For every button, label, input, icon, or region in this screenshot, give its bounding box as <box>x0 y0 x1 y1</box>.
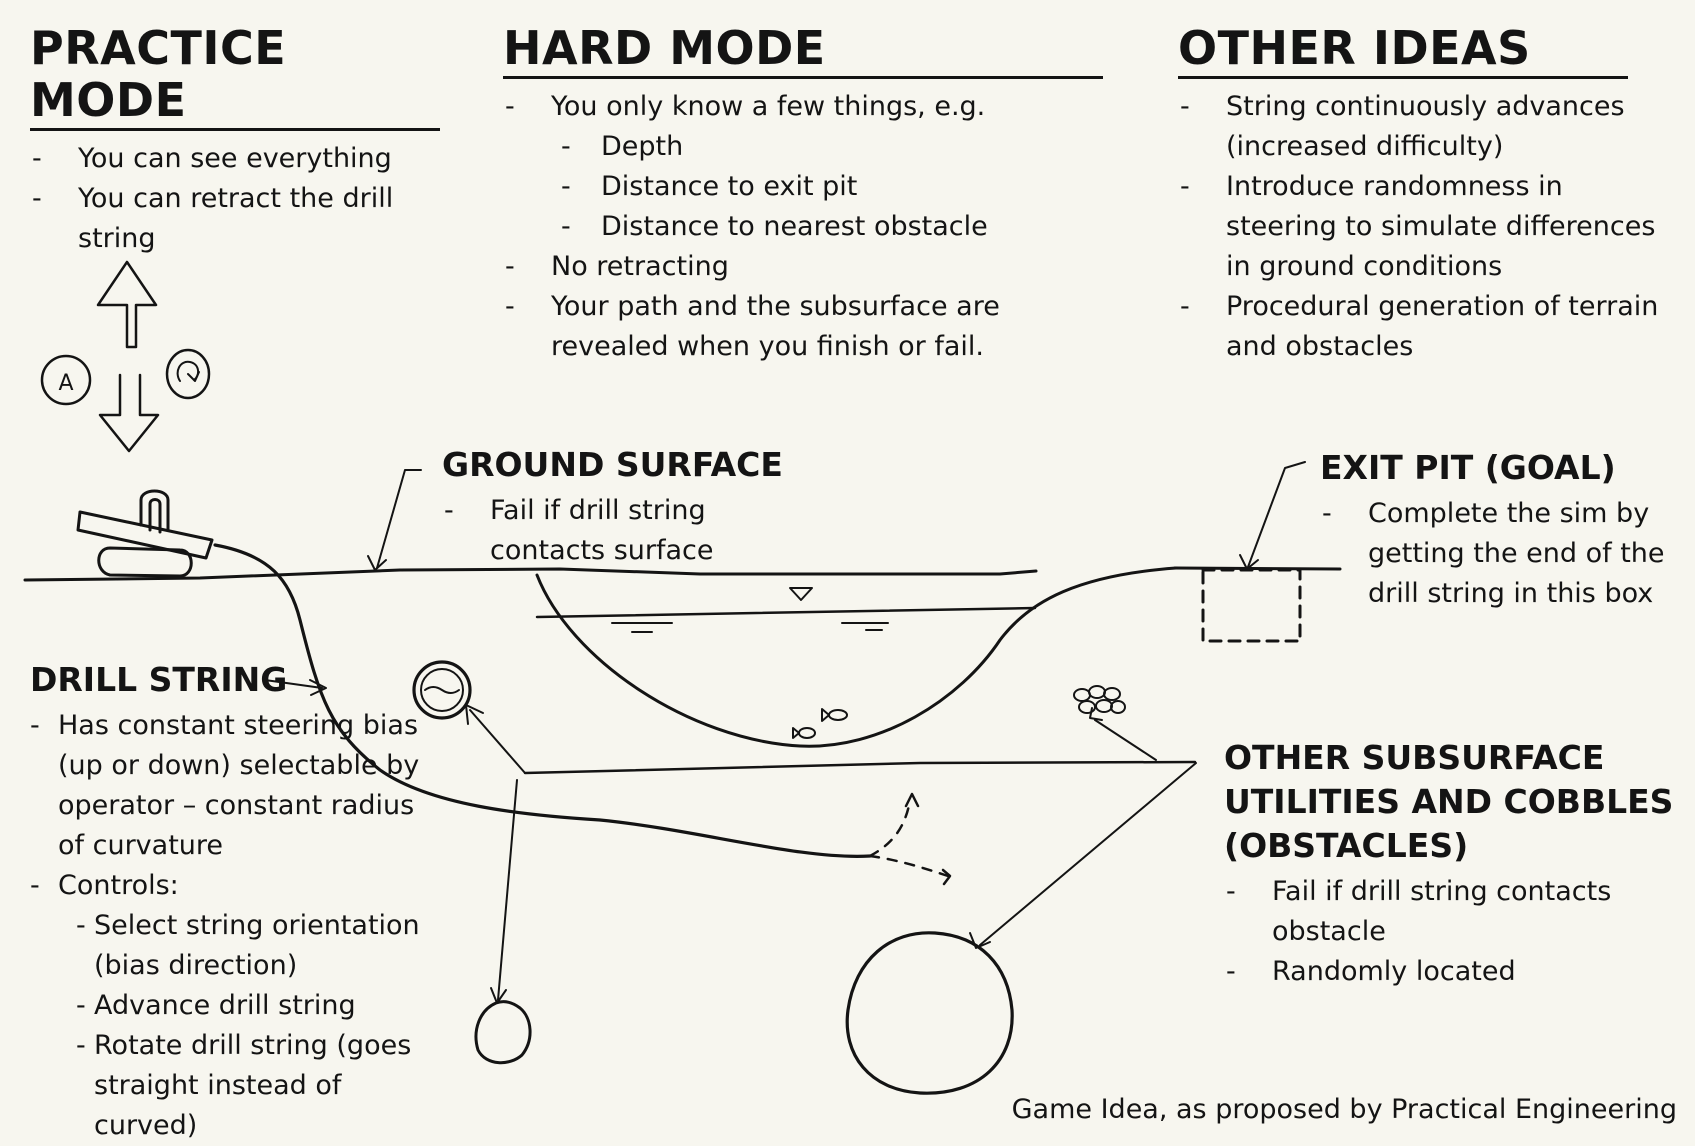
obstacles-title: OTHER SUBSURFACE UTILITIES AND COBBLES (… <box>1224 738 1674 865</box>
drill-string-title: DRILL STRING <box>30 660 288 699</box>
ground-surface-block: GROUND SURFACE Fail if drill string cont… <box>442 443 802 571</box>
water-surface <box>535 606 1037 619</box>
ground-surface-right <box>1173 566 1342 571</box>
footer-credit: Game Idea, as proposed by Practical Engi… <box>1011 1094 1677 1125</box>
drill-item: Has constant steering bias (up or down) … <box>30 706 440 866</box>
drill-string-block: DRILL STRING Has constant steering bias … <box>30 658 470 1146</box>
hard-mode-title: HARD MODE <box>503 22 1103 79</box>
retract-arrow-icon <box>98 373 160 453</box>
controls-label: Controls: <box>58 870 179 901</box>
hard-mode-block: HARD MODE You only know a few things, e.… <box>503 22 1123 367</box>
possible-path-down <box>868 854 950 878</box>
cobbles-obstacle <box>1073 685 1126 714</box>
fish-icon <box>792 708 848 739</box>
drill-rig <box>76 489 214 578</box>
other-ideas-block: OTHER IDEAS String continuously advances… <box>1178 22 1673 367</box>
possible-path-up <box>868 798 912 858</box>
hard-item: No retracting <box>503 247 1123 287</box>
ground-item: Fail if drill string contacts surface <box>442 491 742 571</box>
drill-controls: Controls: Select string orientation (bia… <box>30 866 440 1146</box>
control-item: Advance drill string <box>66 986 440 1026</box>
obstacles-block: OTHER SUBSURFACE UTILITIES AND COBBLES (… <box>1224 736 1674 992</box>
button-a-label: A <box>58 371 73 396</box>
hard-item: Your path and the subsurface are reveale… <box>503 287 1123 367</box>
other-idea-item: String continuously advances (increased … <box>1178 87 1673 167</box>
exit-pit-item: Complete the sim by getting the end of t… <box>1320 494 1670 614</box>
select-button-icon <box>40 354 92 406</box>
hard-intro-text: You only know a few things, e.g. <box>551 91 986 122</box>
exit-pit-title: EXIT PIT (GOAL) <box>1320 448 1616 487</box>
control-item: Rotate drill string (goes straight inste… <box>66 1026 440 1146</box>
practice-mode-title: PRACTICE MODE <box>30 22 440 131</box>
exit-pit-box <box>1201 568 1302 643</box>
small-boulder <box>474 1000 532 1065</box>
other-idea-item: Introduce randomness in steering to simu… <box>1178 167 1673 287</box>
hard-intro: You only know a few things, e.g. Depth D… <box>503 87 1123 247</box>
hard-known-item: Distance to exit pit <box>551 167 1123 207</box>
hard-known-item: Depth <box>551 127 1123 167</box>
exit-pit-block: EXIT PIT (GOAL) Complete the sim by gett… <box>1320 446 1670 614</box>
ground-surface-title: GROUND SURFACE <box>442 445 783 484</box>
large-boulder <box>845 931 1014 1095</box>
rotate-button-icon <box>165 348 211 400</box>
soil-layer-line <box>523 760 1197 775</box>
other-idea-item: Procedural generation of terrain and obs… <box>1178 287 1673 367</box>
practice-item: You can retract the drill string <box>30 179 410 259</box>
water-level-marker <box>789 587 813 601</box>
river-channel <box>535 566 1178 748</box>
other-ideas-title: OTHER IDEAS <box>1178 22 1628 79</box>
practice-mode-block: PRACTICE MODE You can see everything You… <box>30 22 440 259</box>
practice-item: You can see everything <box>30 139 410 179</box>
pipe-obstacle <box>412 660 472 720</box>
advance-arrow-icon <box>96 260 158 349</box>
hard-known-item: Distance to nearest obstacle <box>551 207 1123 247</box>
obstacle-item: Fail if drill string contacts obstacle <box>1224 872 1674 952</box>
control-item: Select string orientation (bias directio… <box>66 906 440 986</box>
obstacle-item: Randomly located <box>1224 952 1674 992</box>
